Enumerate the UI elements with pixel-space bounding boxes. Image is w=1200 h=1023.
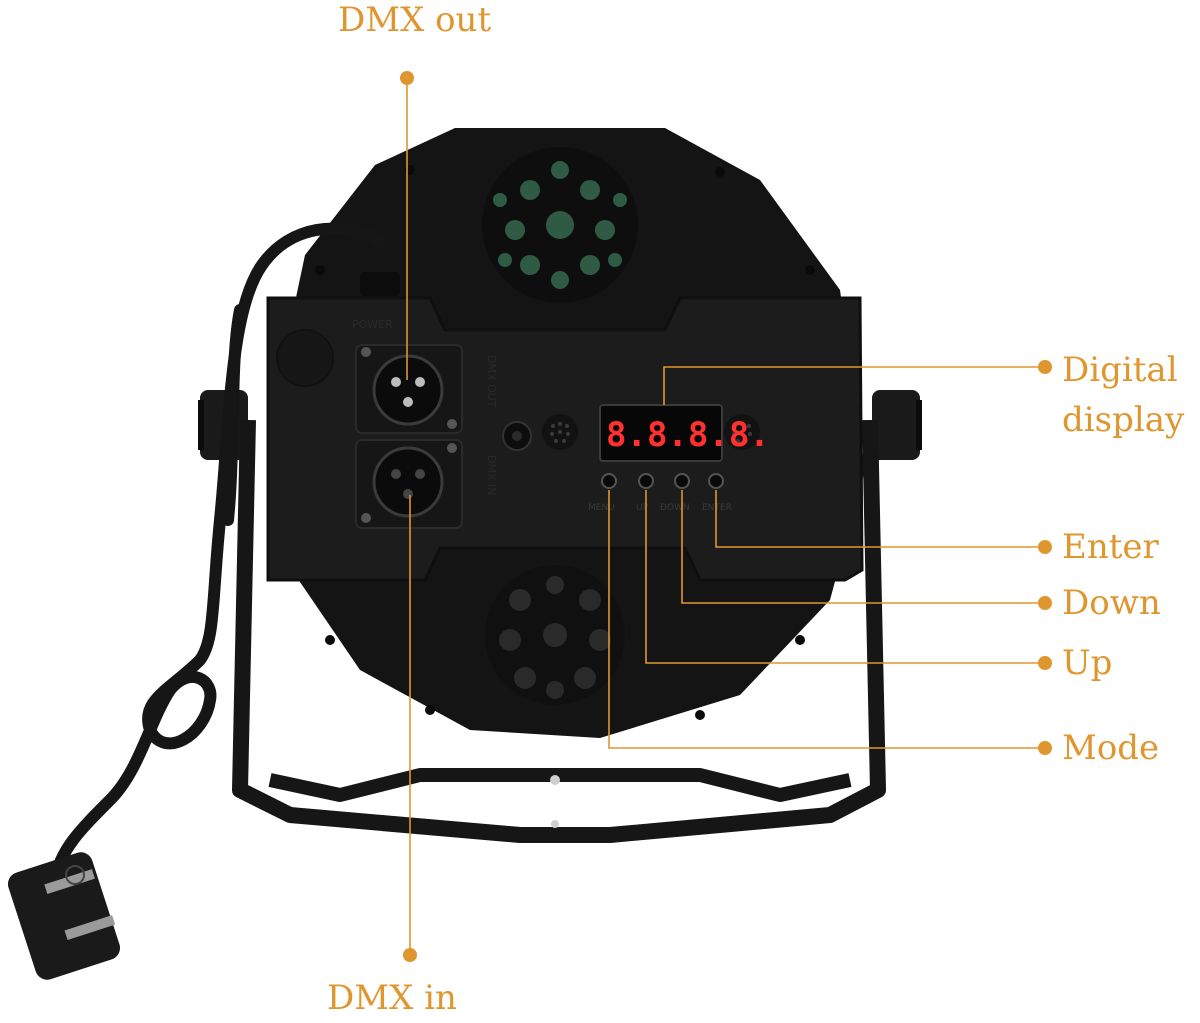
down-button-label: DOWN [660, 503, 690, 513]
bottom-fan-vent [485, 565, 625, 705]
fuse-cap [276, 329, 334, 387]
top-fan-vent [482, 147, 638, 303]
xlr-in-connector [355, 439, 463, 529]
callout-digital-display [663, 366, 1045, 405]
dmx-in-label: DMX in [327, 978, 457, 1018]
power-cable [49, 222, 386, 886]
enter-button[interactable] [708, 473, 724, 489]
xlr-out-connector [355, 344, 463, 434]
callout-dots [400, 71, 1052, 962]
display-value: 8.8.8.8. [606, 415, 770, 455]
up-button[interactable] [638, 473, 654, 489]
callout-down [681, 490, 1045, 604]
callout-enter [715, 490, 1045, 548]
rim-leds [315, 165, 815, 720]
enter-label: Enter [1062, 527, 1159, 567]
callout-up [645, 490, 1045, 664]
dmx-in-device-label: DMX IN [485, 455, 498, 495]
digital-display [599, 404, 723, 462]
power-inlet [360, 272, 400, 296]
menu-button-label: MENU [588, 503, 615, 513]
power-label: POWER [352, 318, 393, 331]
dmx-out-device-label: DMX OUT [485, 355, 498, 408]
digital-display-label-line2: display [1062, 400, 1185, 440]
dmx-out-label: DMX out [338, 0, 492, 40]
power-plug [7, 852, 121, 980]
menu-button[interactable] [601, 473, 617, 489]
callout-lines [406, 78, 1045, 955]
right-knob [872, 390, 920, 460]
down-button[interactable] [674, 473, 690, 489]
control-buttons [601, 473, 724, 489]
enter-button-label: ENTER [702, 503, 732, 513]
up-label: Up [1062, 643, 1113, 683]
up-button-label: UP [636, 503, 649, 513]
callout-mode [608, 490, 1045, 749]
mode-label: Mode [1062, 728, 1160, 768]
mounting-bracket [232, 419, 886, 843]
down-label: Down [1062, 583, 1161, 623]
digital-display-label-line1: Digital [1062, 350, 1178, 390]
